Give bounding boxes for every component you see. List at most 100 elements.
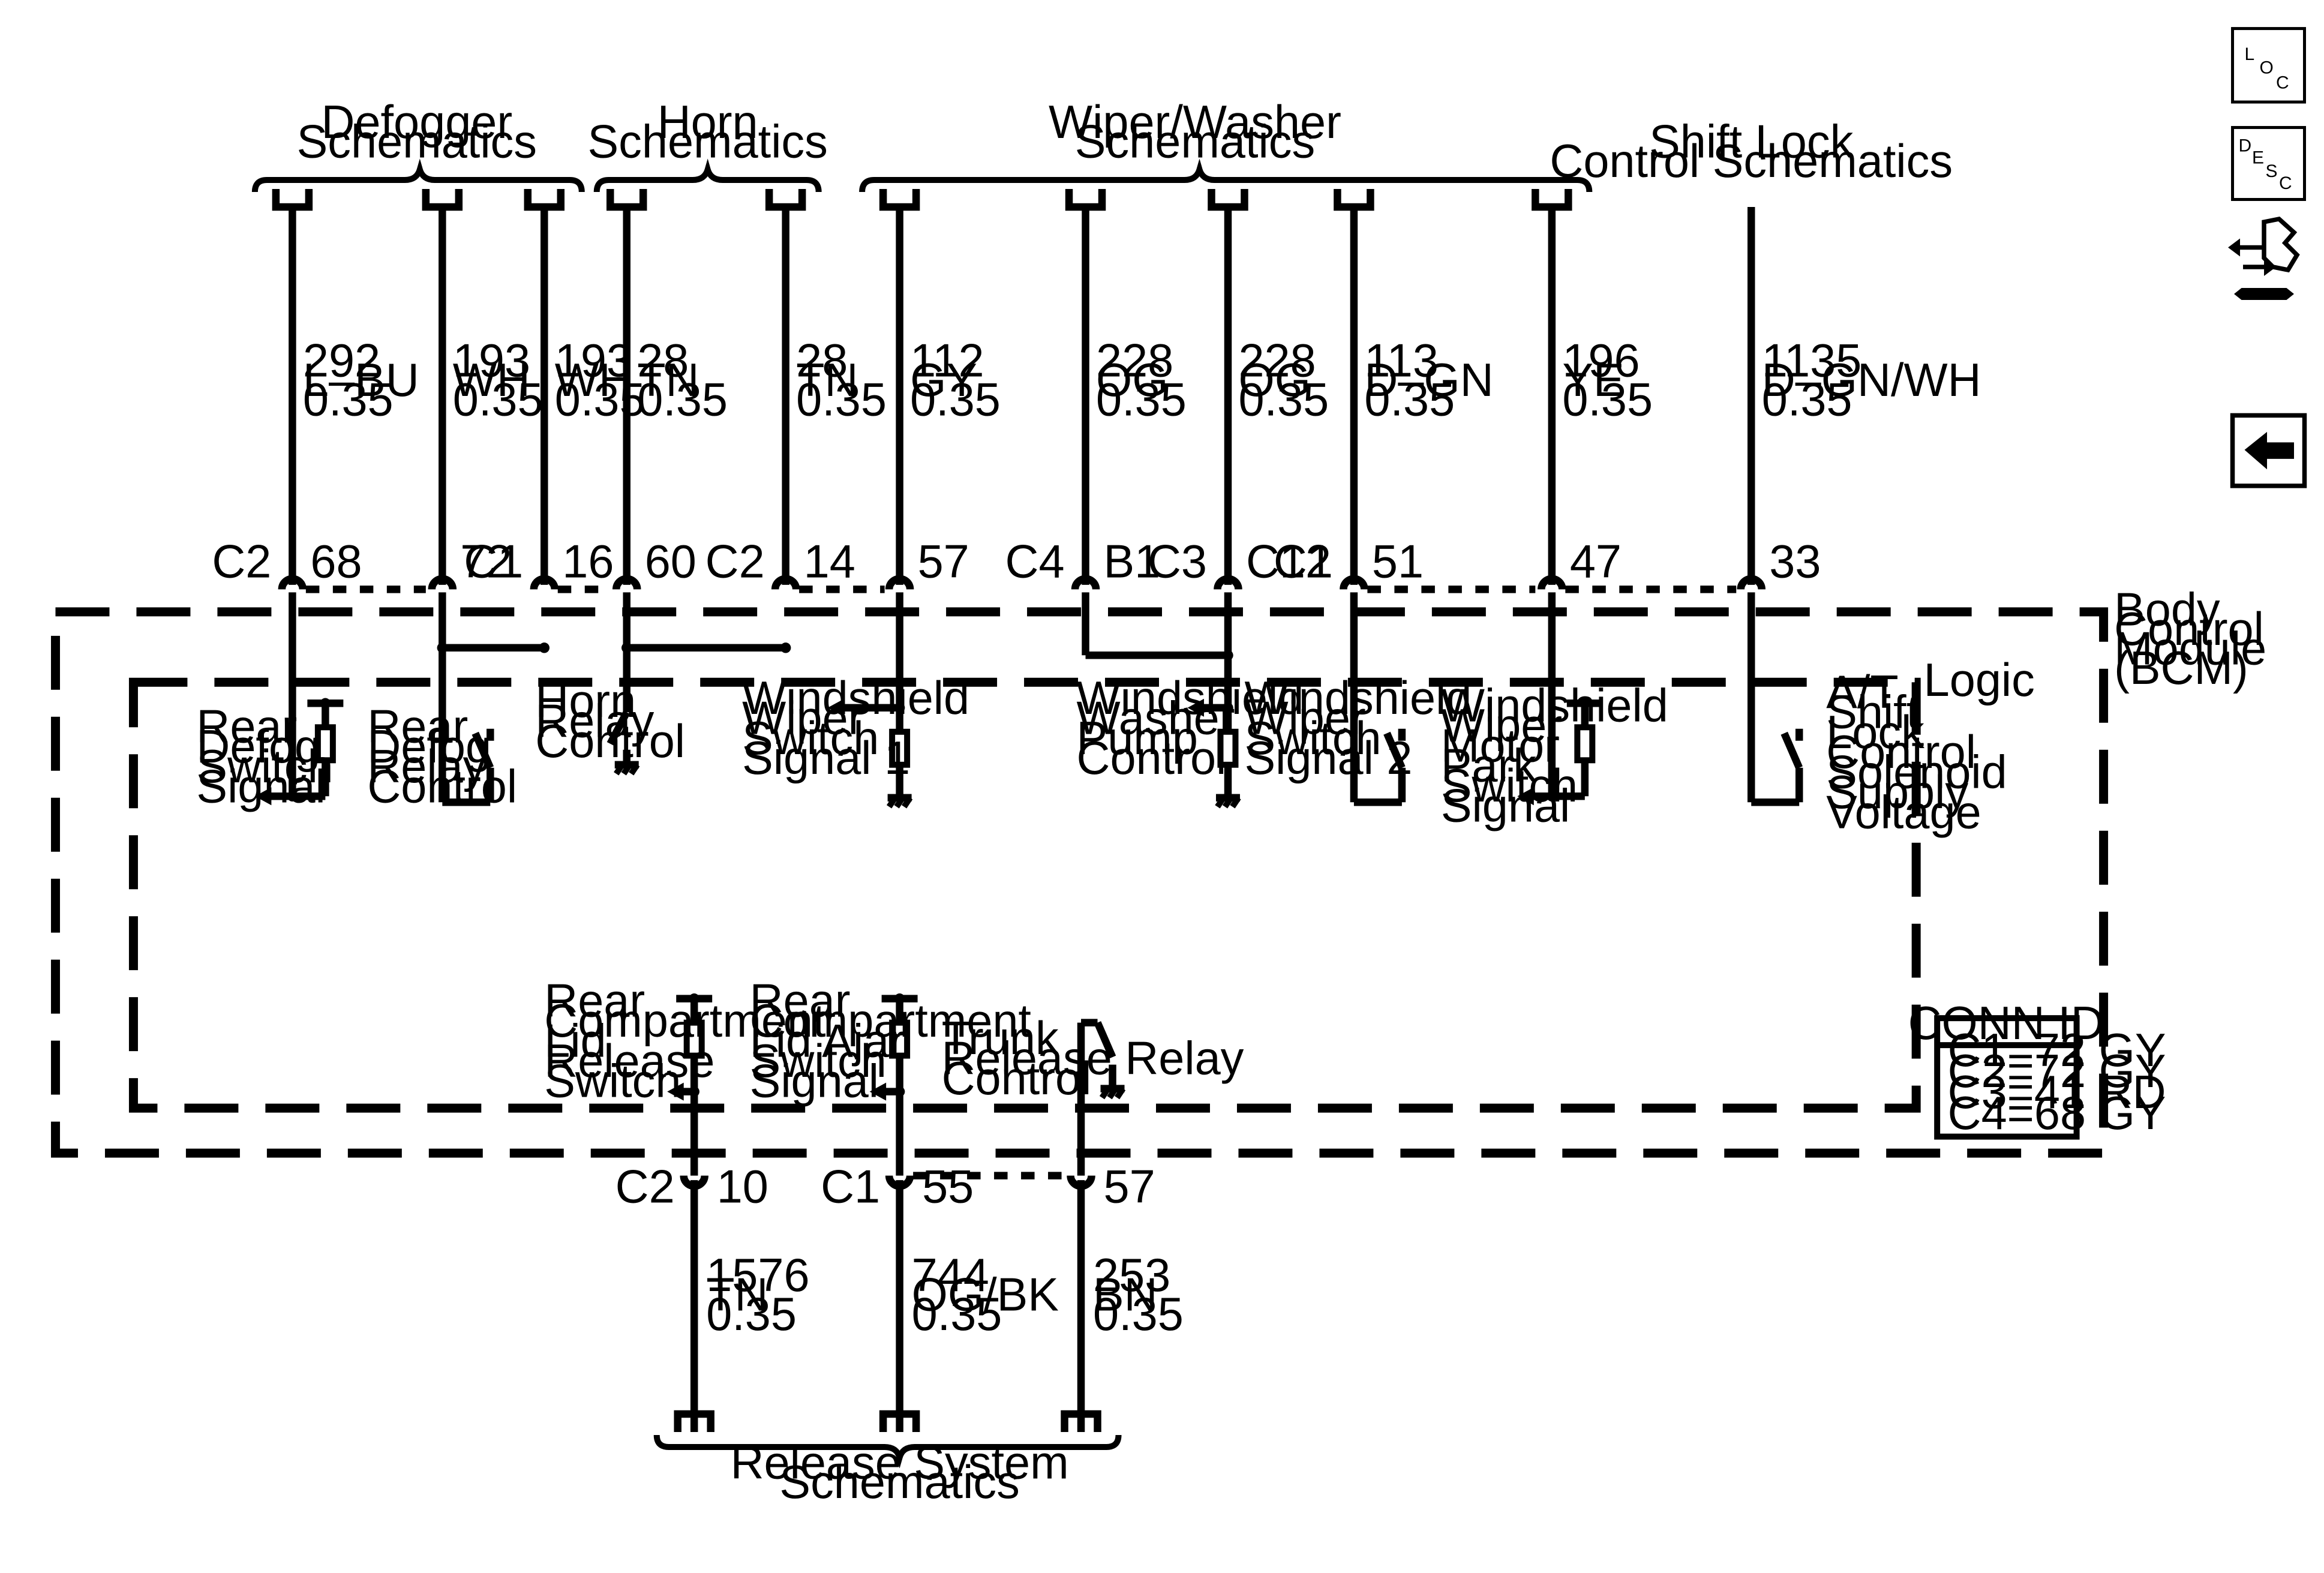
terminal-cup [422,189,463,211]
connector-label: C2 [705,536,765,587]
pin-label: 33 [1769,536,1821,587]
function-label-line: Park [1441,740,1537,792]
pin-label: 68 [310,536,362,587]
pin-arc [1538,575,1566,590]
wire-circuit-label: 228 [1096,335,1173,386]
function-label-line: Signal [1441,781,1570,832]
function-label-line: Rear [750,975,851,1027]
release-label-2: Schematics [779,1457,1019,1508]
horn-relay-circuit [606,592,640,776]
function-label-line: Control [367,761,517,813]
pin-arc [1737,575,1765,590]
function-label-line: Lid Ajar [750,1016,905,1067]
function-label-line: Windshield [1077,673,1304,724]
bcm-label-4: (BCM) [2114,643,2248,694]
function-label-line: Voltage [1826,787,1981,839]
function-label-line: Windshield [1244,673,1472,724]
function-label-line: Signal 1 [742,733,910,784]
function-label-line: Switch [742,713,879,764]
bracket-shiftlock: Shift Lock Control Schematics [1550,116,1953,187]
horn-label-2: Schematics [587,116,827,168]
function-label-line: Shift [1826,686,1919,738]
bracket-wiper: Wiper/Washer Schematics [859,97,1593,193]
rear-defog-relay-circuit [439,592,494,806]
rear-comp-ajar-circuit [869,993,918,1176]
pin-arc [1340,575,1368,590]
trunk-release-circuit [1077,1019,1126,1176]
function-label-line: Signal [750,1056,879,1107]
bcm-label: Body Control Module (BCM) [2114,584,2266,694]
terminal-cup [879,189,920,211]
connector-label: C3 [1148,536,1207,587]
function-label-line: Wiper [742,692,863,744]
wire-size-label: 0.35 [1093,1289,1184,1340]
function-label-line: Control [942,1053,1092,1104]
shift-lock-circuit [1747,592,1803,806]
function-label-line: Switch [544,1056,681,1107]
conn-id-row: C1=72 GY [1948,1025,2166,1076]
wire-color-label: BN [1093,1269,1158,1321]
wire-circuit-label: 28 [796,335,848,386]
terminal-cup [765,189,806,211]
wire-circuit-label: 196 [1562,335,1640,386]
wire-circuit-label: 193 [453,335,530,386]
wire-circuit-label: 228 [1238,335,1316,386]
function-label-line: Supply [1826,767,1968,818]
pin-arc [1071,575,1100,590]
pin-arc [278,575,307,590]
pin-label: 55 [922,1161,974,1213]
desc-button[interactable]: D E S C [2231,126,2307,202]
function-label-line: Signal 2 [1244,733,1412,784]
function-label-line: Windshield [1441,680,1668,731]
wire-size-label: 0.35 [1562,374,1653,425]
connector-icon[interactable] [2228,216,2300,300]
shiftlock-label-2: Control Schematics [1550,136,1953,187]
pin-label: 51 [1372,536,1424,587]
wire-circuit-label: 744 [912,1250,989,1301]
function-label-line: Solenoid [1826,747,2007,798]
desc-letter: C [2279,173,2292,193]
wire-color-label: OG [1096,355,1169,406]
wire-size-label: 0.35 [1364,374,1455,425]
pin-label: B1 [1104,536,1161,587]
terminal-cup [879,1410,920,1432]
loc-letter: L [2245,44,2255,64]
function-label-line: Trunk [942,1013,1059,1064]
back-arrow-icon[interactable] [2230,413,2307,488]
washer-pump-circuit [1082,592,1241,809]
function-label-line: Control [535,716,685,767]
function-label-line: Wiper [1244,692,1365,744]
function-label-line: Control [1826,727,1976,778]
function-label-line: Defog [367,721,491,773]
wire-color-label: D–GN/WH [1762,355,1981,406]
connector-shell-dots [305,586,1737,1179]
wire-circuit-label: 113 [1364,335,1439,386]
pin-arc [1214,575,1242,590]
logic-outline [128,677,1921,1113]
conn-id-row: C2=72 GY [1948,1046,2166,1097]
pin-arc [771,575,800,590]
function-label-line: Pump [1077,713,1198,764]
wire-circuit-label: 112 [910,335,984,386]
function-label-line: Switch [1244,713,1381,764]
desc-letter: D [2239,136,2252,156]
function-label-line: Release Relay [942,1033,1244,1085]
wire-circuit-label: 28 [637,335,689,386]
wire-size-label: 0.35 [706,1289,797,1340]
pin-label: 60 [645,536,696,587]
loc-button[interactable]: L O C [2231,27,2307,104]
terminal-cup [1532,189,1572,211]
wire-circuit-label: 253 [1093,1250,1170,1301]
